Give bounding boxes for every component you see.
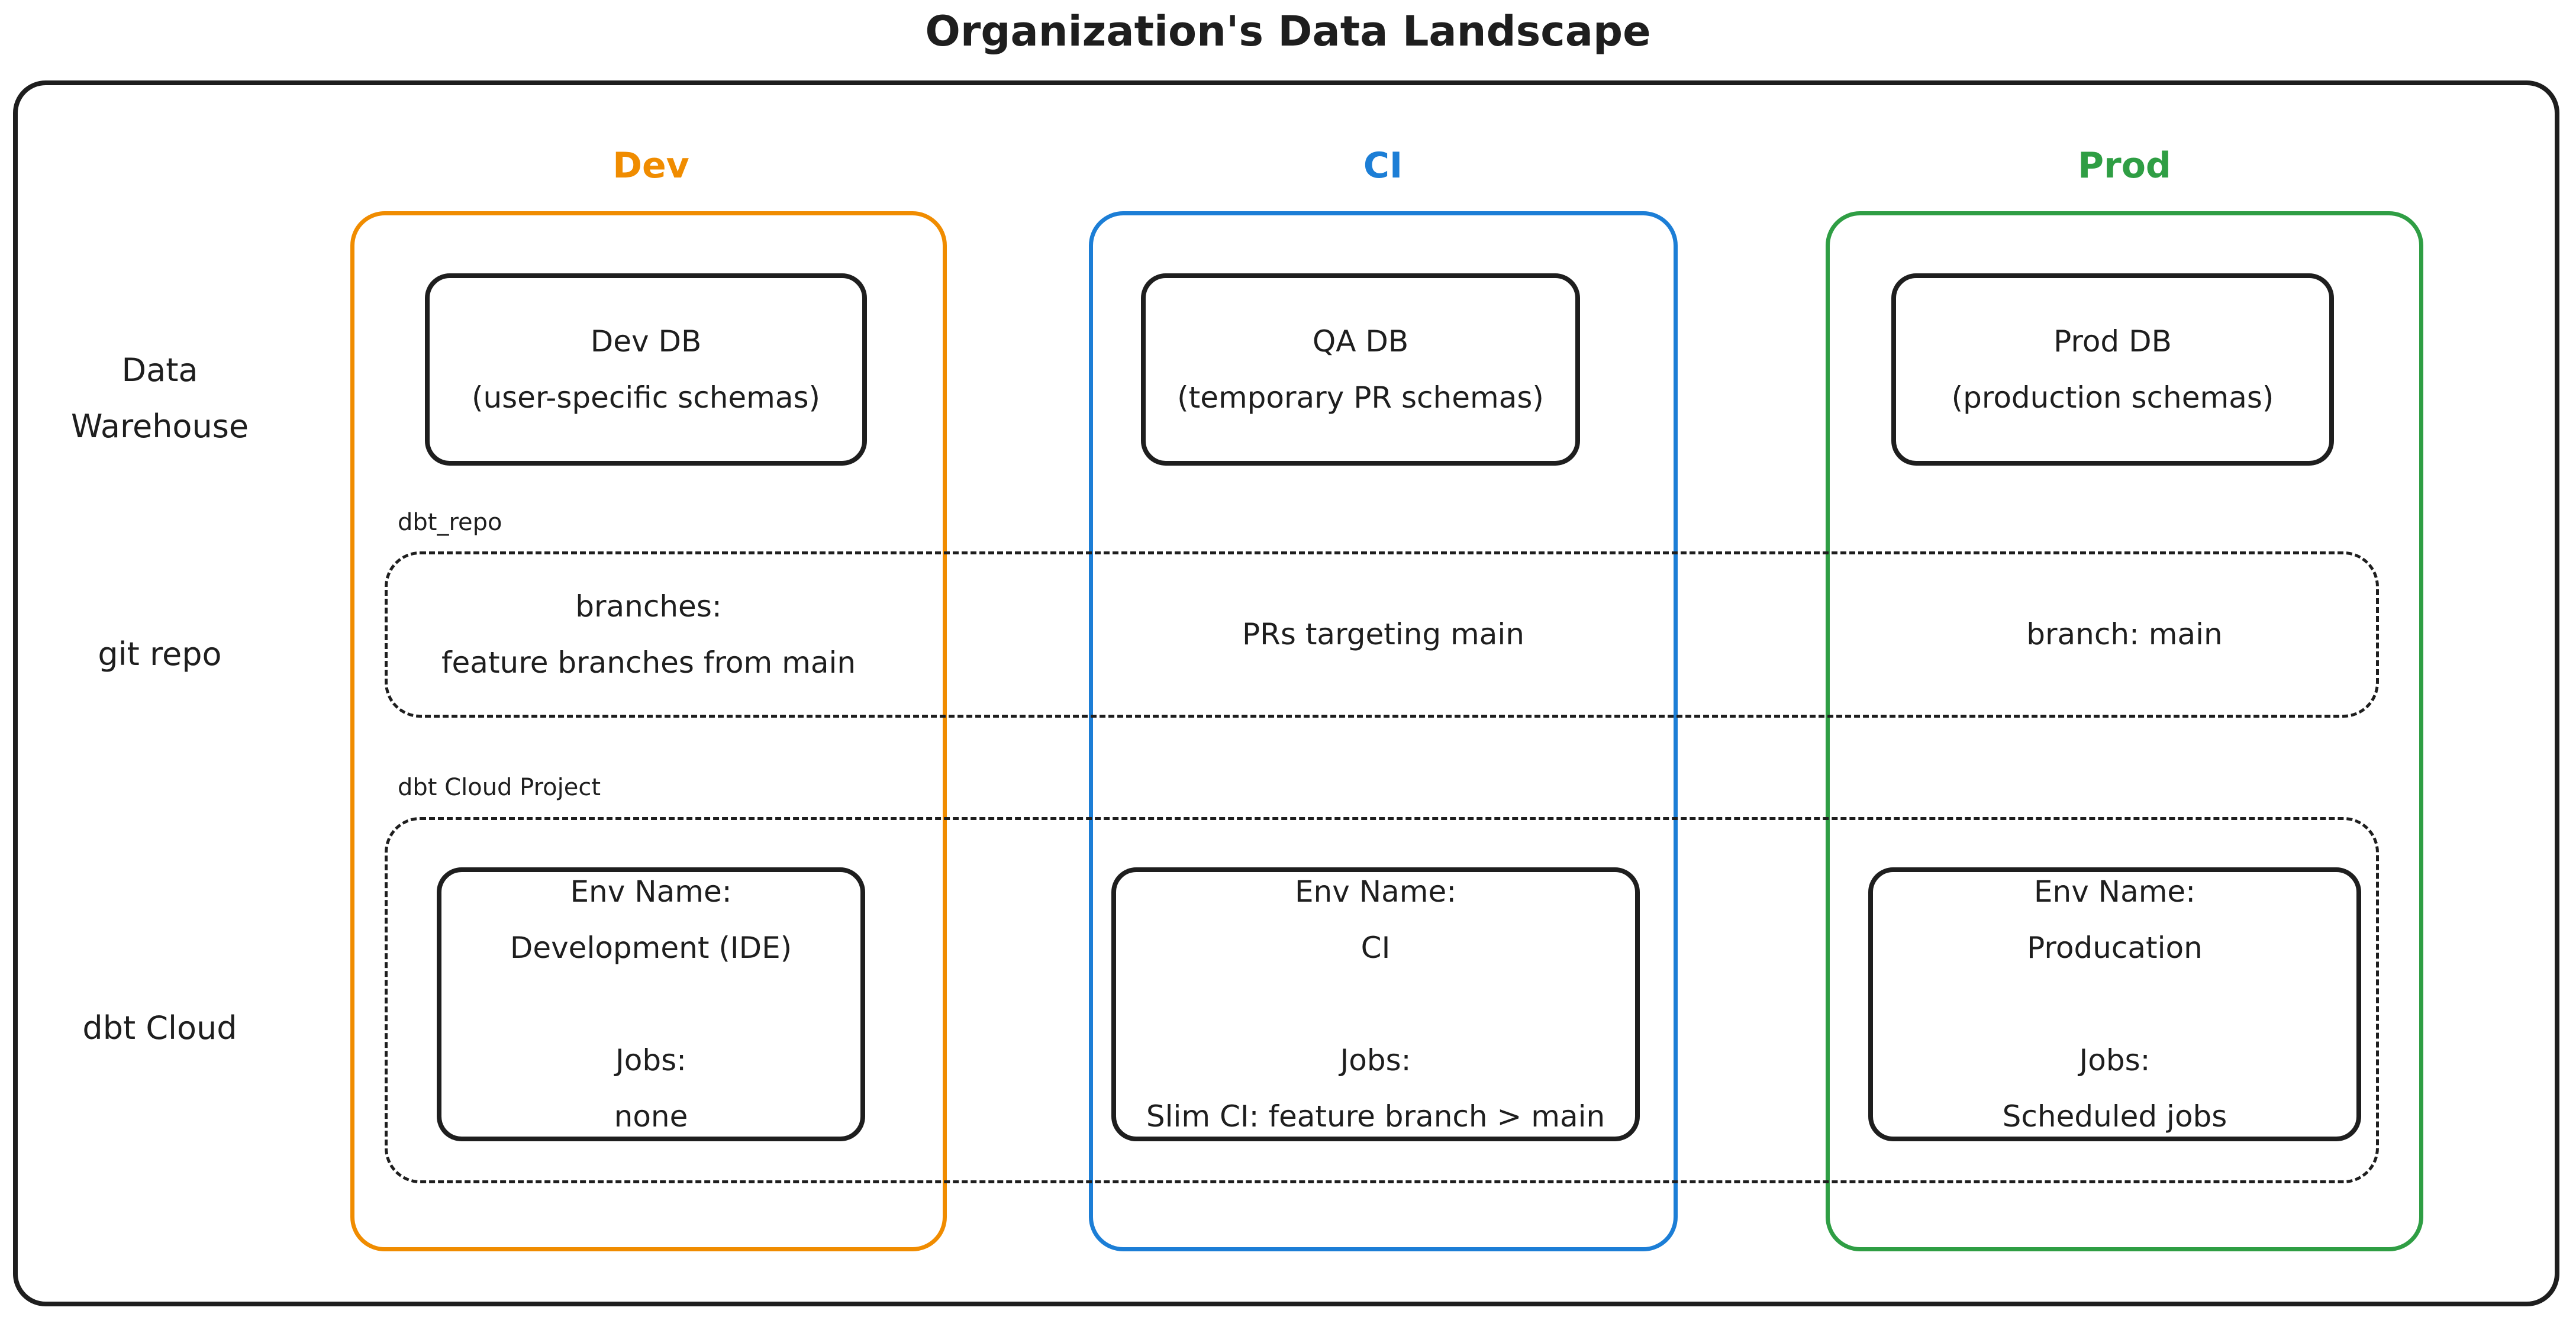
prod-column-box (1826, 211, 2423, 1251)
column-header-prod: Prod (2078, 145, 2171, 186)
prod-env-label: Env Name: Producation Jobs: Scheduled jo… (2002, 874, 2227, 1134)
row-label-git-repo: git repo (98, 635, 222, 673)
ci-repo-cell: PRs targeting main (1089, 551, 1678, 718)
qa-db-box: QA DB (temporary PR schemas) (1141, 273, 1580, 466)
dev-repo-label: branches: feature branches from main (441, 589, 856, 680)
dev-env-label: Env Name: Development (IDE) Jobs: none (510, 874, 792, 1134)
page-title: Organization's Data Landscape (925, 7, 1651, 56)
dev-repo-cell: branches: feature branches from main (350, 551, 947, 718)
prod-db-box: Prod DB (production schemas) (1891, 273, 2334, 466)
dbt-cloud-project-group-label: dbt Cloud Project (398, 774, 601, 801)
dev-db-label: Dev DB (user-specific schemas) (471, 324, 821, 415)
ci-env-label: Env Name: CI Jobs: Slim CI: feature bran… (1146, 874, 1605, 1134)
prod-repo-label: branch: main (2026, 617, 2223, 651)
dev-env-box: Env Name: Development (IDE) Jobs: none (437, 867, 865, 1141)
outer-frame (13, 80, 2559, 1306)
prod-repo-cell: branch: main (1826, 551, 2423, 718)
dbt-repo-group-box (385, 551, 2379, 718)
ci-column-box (1089, 211, 1678, 1251)
dev-db-box: Dev DB (user-specific schemas) (425, 273, 867, 466)
dbt-repo-group-label: dbt_repo (398, 509, 502, 536)
prod-env-box: Env Name: Producation Jobs: Scheduled jo… (1868, 867, 2361, 1141)
row-label-data-warehouse: Data Warehouse (70, 351, 249, 445)
column-header-dev: Dev (612, 145, 689, 186)
dbt-cloud-project-group-box (385, 817, 2379, 1183)
dev-column-box (350, 211, 947, 1251)
ci-repo-label: PRs targeting main (1242, 617, 1524, 651)
qa-db-label: QA DB (temporary PR schemas) (1177, 324, 1544, 415)
ci-env-box: Env Name: CI Jobs: Slim CI: feature bran… (1111, 867, 1640, 1141)
prod-db-label: Prod DB (production schemas) (1951, 324, 2274, 415)
row-label-dbt-cloud: dbt Cloud (82, 1009, 237, 1047)
column-header-ci: CI (1363, 145, 1403, 186)
